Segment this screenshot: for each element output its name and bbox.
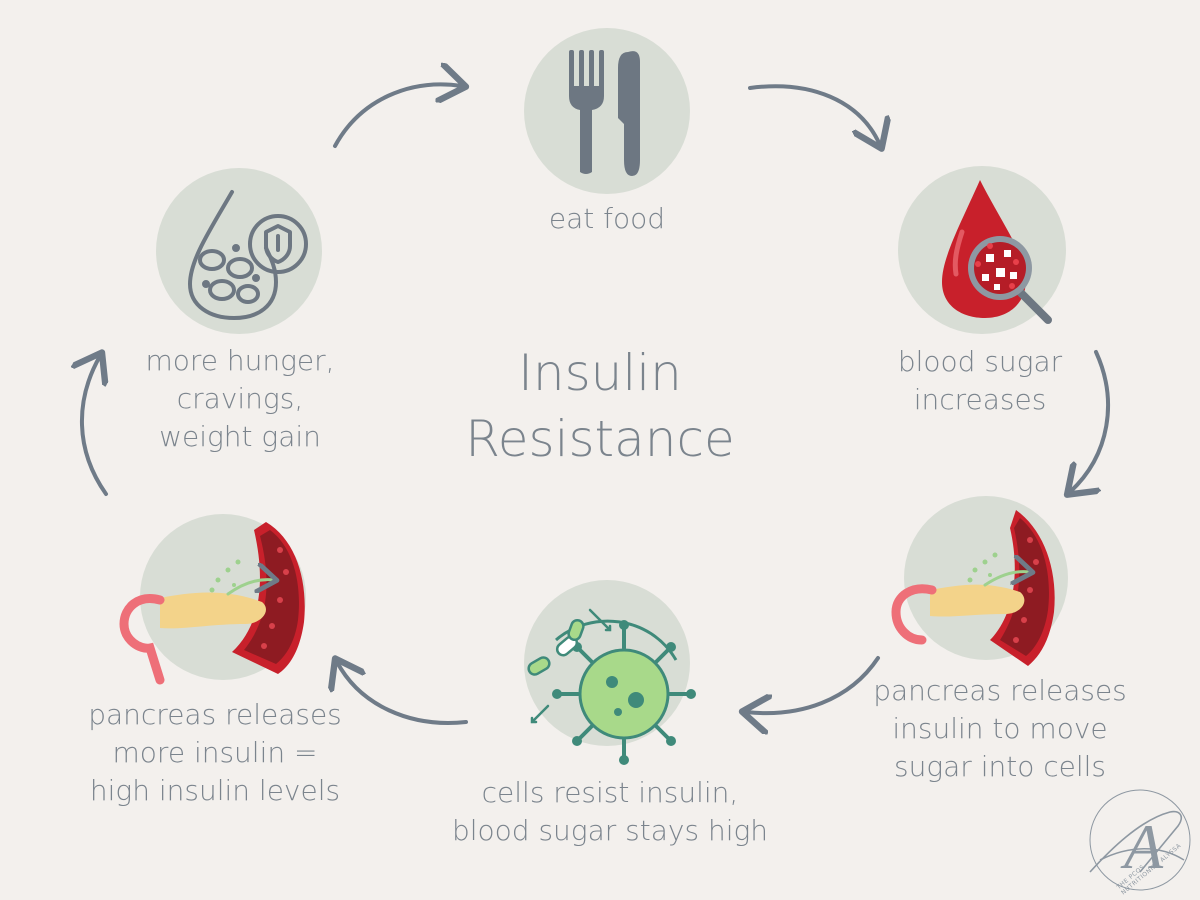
pills [527,618,585,676]
signature-letter: A [1120,811,1164,882]
pancreas-vessel-icon-right [891,510,1055,666]
eat-food-label: eat food [548,202,666,235]
arrow-pancreas-more-to-hunger [82,356,106,496]
virus-cell-icon [527,608,696,765]
arrow-blood-to-pancreas [1070,350,1110,492]
cells-resist-label: cells resist insulin, blood sugar stays … [451,776,769,847]
eat-food-circle [524,28,690,194]
pancreas-insulin-label: pancreas releases insulin to move sugar … [873,674,1127,783]
diagram-title: Insulin Resistance [465,344,735,468]
hunger-label: more hunger, cravings, weight gain [145,344,335,453]
hunger-circle [156,168,322,334]
signature-logo [1089,789,1191,891]
blood-drop-magnifier-icon [942,180,1052,324]
fork-knife-icon [569,50,640,176]
arrow-cells-to-pancreas-more [337,662,468,725]
arrow-eat-to-blood [748,84,880,145]
arrow-pancreas-to-cells [746,656,880,713]
pancreas-vessel-icon-left [119,522,305,685]
pancreas-more-label: pancreas releases more insulin = high in… [88,698,342,807]
blood-sugar-label: blood sugar increases [897,345,1063,416]
drop-cells-shield-icon [188,190,308,320]
arrow-hunger-to-eat [333,84,462,148]
